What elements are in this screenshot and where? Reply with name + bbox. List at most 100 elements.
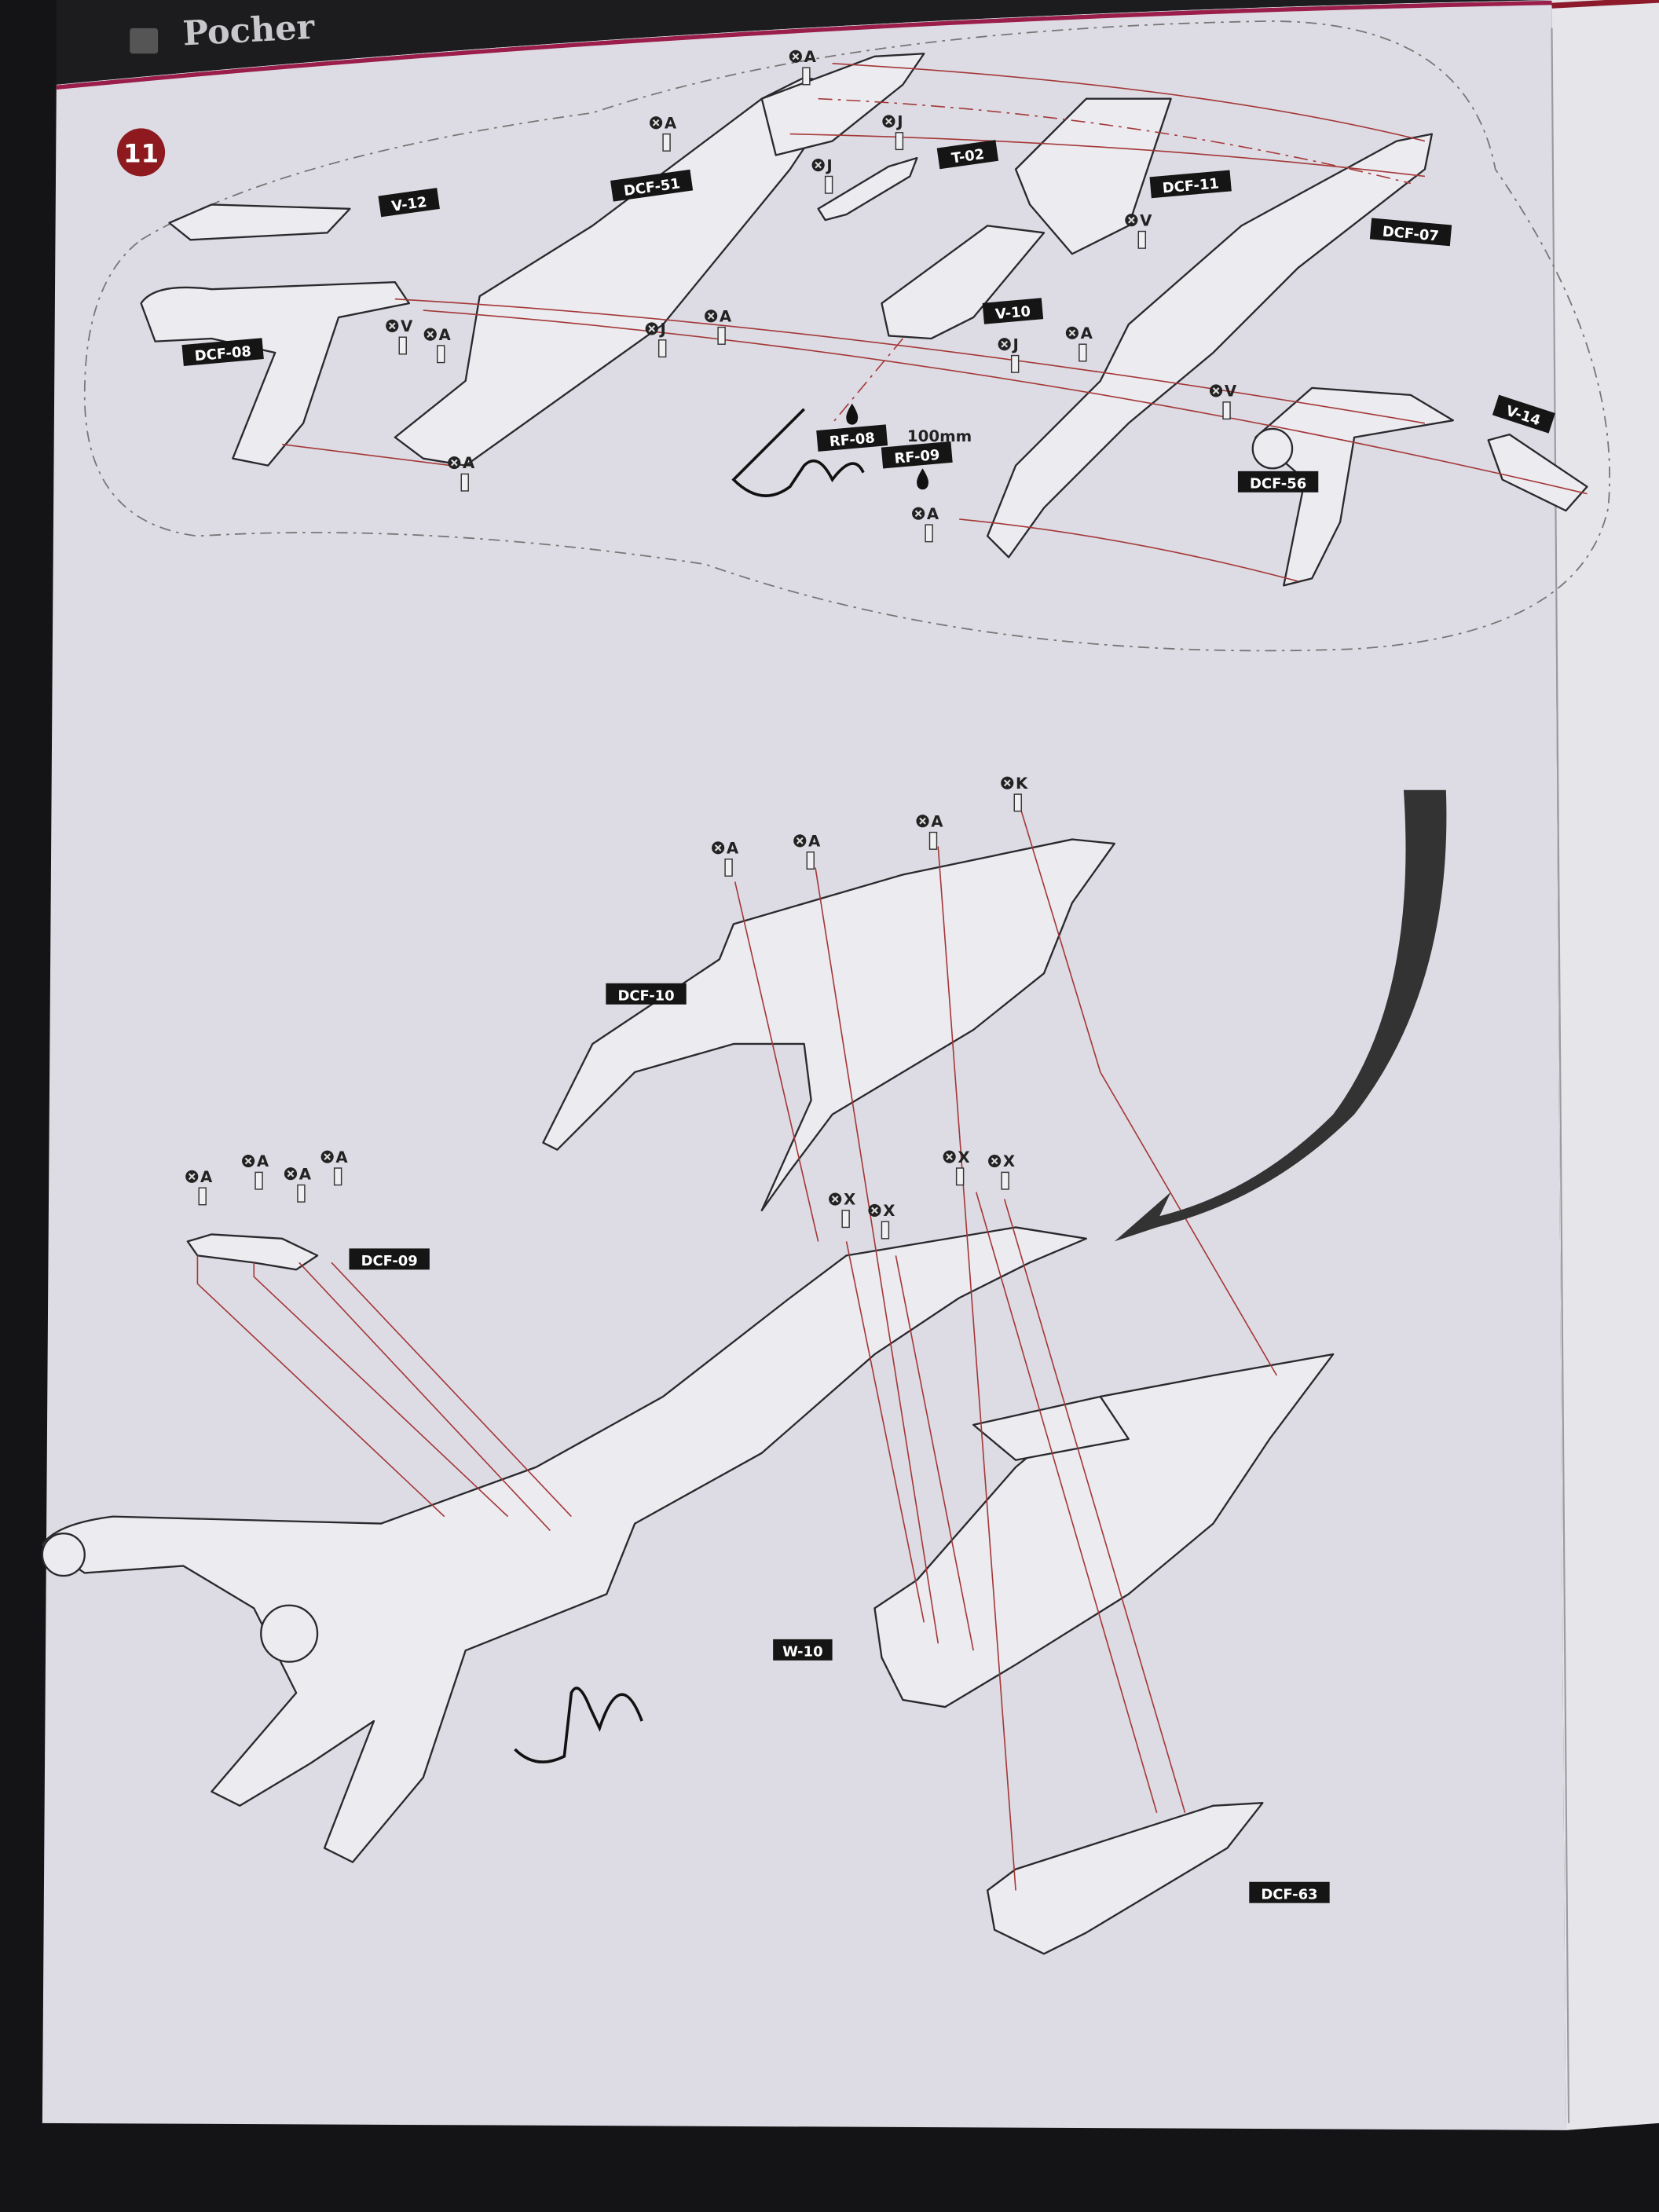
screw-type-label: A — [927, 505, 939, 523]
screw-icon — [717, 326, 726, 345]
screw-icon — [802, 67, 811, 86]
screw-callout-a: A — [284, 1165, 312, 1203]
part-label-v-10: V-10 — [982, 298, 1044, 324]
screw-callout-v: V — [386, 317, 413, 355]
part-dcf56-bushing — [1251, 427, 1294, 470]
part-t02-drawing — [817, 156, 918, 222]
sequence-arrow-icon — [1114, 789, 1447, 1242]
part-label-w-10: W-10 — [773, 1639, 833, 1661]
part-label-dcf-63: DCF-63 — [1249, 1881, 1330, 1903]
screw-icon — [460, 473, 469, 492]
screw-type-label: V — [401, 317, 413, 335]
screw-callout-a: A — [712, 840, 739, 877]
pocher-logo: Pocher — [130, 8, 317, 54]
screw-callout-a: A — [793, 833, 821, 870]
glue-drop-icon — [917, 468, 929, 490]
screw-callout-a: A — [320, 1148, 348, 1186]
screw-callout-k: K — [1001, 775, 1028, 812]
screw-icon — [1222, 401, 1231, 420]
part-dcf51-drawing — [394, 76, 848, 467]
part-label-background — [606, 983, 687, 1005]
screw-callout-a: A — [650, 114, 677, 152]
screw-type-label: A — [257, 1152, 269, 1170]
screw-type-label: X — [883, 1202, 895, 1220]
part-label-text: DCF-09 — [361, 1253, 418, 1269]
part-label-text: DCF-56 — [1250, 475, 1306, 492]
part-label-background — [773, 1639, 833, 1661]
right-accent-line — [1551, 0, 1659, 9]
screw-callout-x: X — [829, 1191, 855, 1229]
part-label-text: W-10 — [782, 1643, 822, 1660]
logo-crest-icon — [130, 27, 159, 54]
part-w10-wing — [972, 1395, 1130, 1461]
screw-icon — [297, 1184, 306, 1203]
part-frame-pivot — [260, 1604, 319, 1663]
screw-callout-j: J — [811, 156, 833, 194]
step-badge: 11 — [117, 128, 166, 177]
screw-type-label: V — [1225, 383, 1237, 401]
header-band — [56, 0, 1552, 85]
part-label-background — [1237, 471, 1319, 493]
screw-icon — [881, 1221, 890, 1240]
screw-type-label: A — [299, 1165, 312, 1183]
step-number: 11 — [123, 139, 159, 169]
screw-type-label: A — [439, 326, 452, 344]
part-label-text: RF-08 — [829, 430, 876, 450]
wire-length-note: 100mm — [907, 427, 972, 445]
lower-parts — [41, 789, 1447, 1955]
screw-icon — [806, 851, 815, 870]
part-label-text: RF-09 — [894, 447, 941, 467]
part-label-background — [378, 188, 440, 218]
screw-callout-x: X — [868, 1202, 895, 1240]
screw-icon — [1010, 354, 1020, 373]
screw-icon — [1137, 230, 1147, 249]
screw-icon — [724, 858, 733, 877]
screw-callout-x: X — [988, 1152, 1015, 1190]
screw-icon — [398, 336, 407, 355]
screw-icon — [255, 1171, 263, 1190]
screw-type-label: A — [727, 840, 739, 858]
screw-type-label: J — [895, 113, 903, 131]
page-gutter — [1551, 27, 1570, 2123]
screw-type-label: A — [335, 1148, 348, 1166]
screw-callout-a: A — [1065, 324, 1093, 362]
screw-type-label: X — [1003, 1152, 1015, 1170]
header-accent-line — [56, 0, 1552, 90]
screw-callout-x: X — [943, 1148, 970, 1186]
part-label-dcf-08: DCF-08 — [181, 338, 264, 366]
brand-name: Pocher — [181, 8, 316, 54]
screw-type-label: A — [808, 833, 821, 851]
part-v10-drawing — [881, 225, 1046, 340]
part-label-t-02: T-02 — [936, 140, 999, 170]
screw-type-label: A — [463, 454, 475, 472]
part-dcf63-drawing — [986, 1802, 1264, 1955]
screw-icon — [333, 1167, 342, 1186]
screw-callout-v: V — [1125, 211, 1152, 249]
screw-callout-j: J — [998, 335, 1020, 373]
screw-icon — [1013, 793, 1022, 812]
part-label-dcf-10: DCF-10 — [606, 983, 687, 1005]
screw-type-label: A — [720, 307, 732, 325]
screw-icon — [824, 175, 833, 194]
screw-icon — [841, 1210, 850, 1229]
part-label-dcf-09: DCF-09 — [349, 1248, 430, 1270]
part-label-background — [881, 441, 953, 469]
part-label-background — [181, 338, 264, 366]
part-label-background — [816, 424, 888, 452]
screw-callout-v: V — [1210, 383, 1237, 420]
screw-type-label: A — [804, 48, 817, 66]
part-label-rf-09: RF-09 — [881, 441, 953, 469]
screw-type-label: A — [200, 1168, 213, 1186]
screw-type-label: K — [1016, 775, 1028, 793]
part-label-rf-08: RF-08 — [816, 424, 888, 452]
screw-type-label: A — [665, 114, 677, 132]
screw-callout-j: J — [645, 320, 667, 358]
part-rf-wire-drawing — [731, 408, 865, 497]
screw-type-label: V — [1140, 211, 1152, 229]
part-label-text: DCF-63 — [1261, 1886, 1317, 1903]
part-label-background — [610, 169, 694, 202]
screw-icon — [662, 133, 671, 152]
part-dcf56-drawing — [1254, 386, 1454, 587]
part-v14-drawing — [1487, 433, 1588, 512]
